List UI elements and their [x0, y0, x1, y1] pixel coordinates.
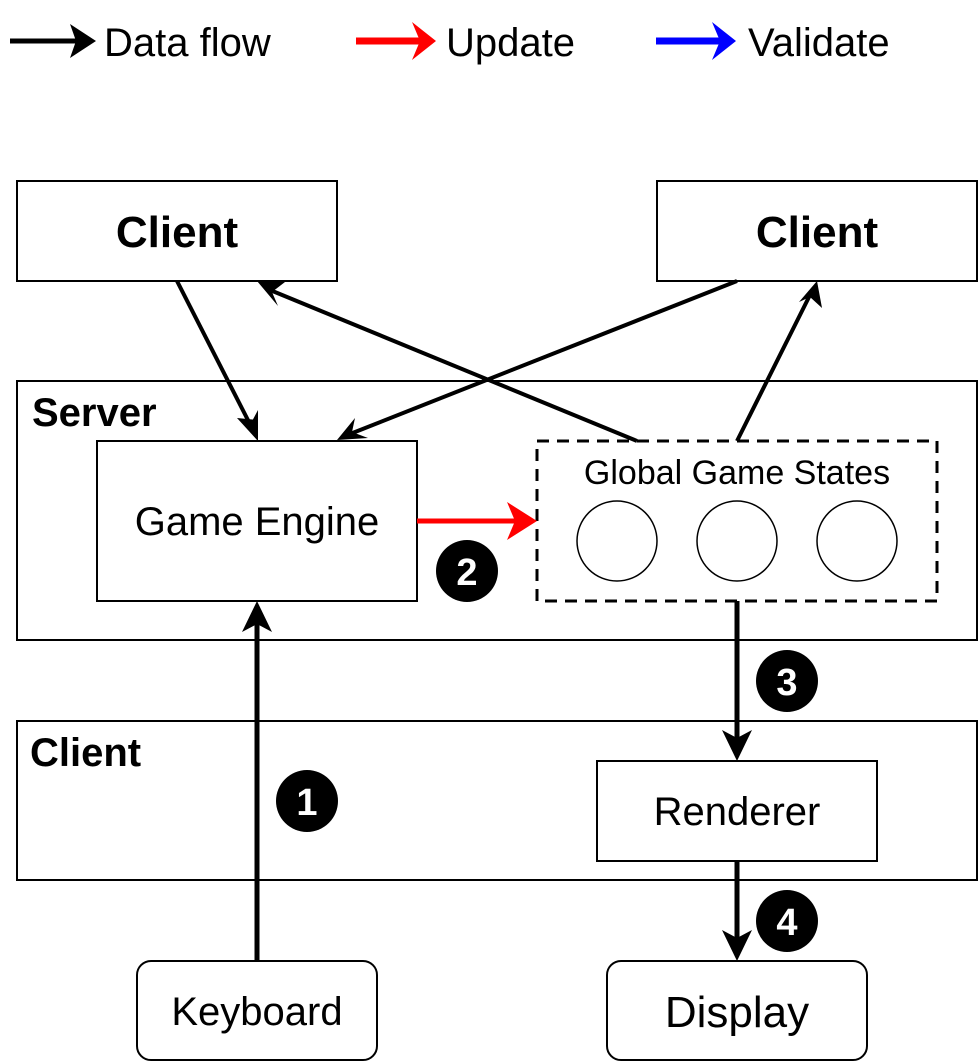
step-badge-1: 1	[276, 770, 338, 832]
legend-label-data-flow: Data flow	[104, 21, 271, 65]
client-label: Client	[30, 731, 141, 775]
legend-item-validate: Validate	[656, 21, 890, 65]
step-number: 1	[296, 782, 317, 824]
arrowhead-icon	[237, 418, 258, 441]
client-top-right-box: Client	[656, 180, 978, 282]
update-arrowhead-icon	[507, 502, 537, 540]
server-label: Server	[32, 391, 157, 435]
game-engine-box: Game Engine	[96, 440, 418, 602]
display-label: Display	[665, 988, 809, 1037]
legend-item-update: Update	[356, 21, 575, 65]
legend: Data flow Update Validate	[10, 21, 890, 65]
validate-arrowhead-icon	[712, 22, 736, 60]
step-badge-3: 3	[756, 650, 818, 712]
legend-item-data-flow: Data flow	[10, 21, 271, 65]
client-top-left-box: Client	[16, 180, 338, 282]
arrow-states-to-client-right	[735, 294, 812, 442]
renderer-label: Renderer	[654, 790, 821, 834]
arrowhead-icon	[799, 281, 822, 308]
keyboard-label: Keyboard	[171, 990, 342, 1034]
state-circle-3	[816, 500, 898, 582]
arrow-states-to-client-left	[269, 288, 638, 443]
arrowhead-icon	[257, 281, 285, 306]
arrowhead-icon	[337, 418, 368, 440]
step-number: 3	[776, 662, 797, 704]
arrowhead-icon	[242, 601, 272, 632]
client-container: Client	[16, 720, 978, 881]
step-badge-4: 4	[756, 890, 818, 952]
state-circle-2	[696, 500, 778, 582]
step-number: 2	[456, 552, 477, 594]
game-engine-label: Game Engine	[135, 500, 380, 544]
arrowhead-icon	[722, 930, 752, 961]
step-number: 4	[776, 902, 797, 944]
arrows	[175, 279, 822, 961]
arrow-client-left-to-engine	[175, 280, 255, 431]
arrowhead-icon	[722, 730, 752, 761]
renderer-box: Renderer	[596, 760, 878, 862]
step-badge-2: 2	[436, 540, 498, 602]
legend-label-validate: Validate	[748, 21, 890, 65]
legend-label-update: Update	[446, 21, 575, 65]
client-top-right-label: Client	[756, 208, 879, 257]
update-arrowhead-icon	[412, 22, 436, 60]
data-flow-arrowhead-icon	[70, 24, 96, 58]
display-box: Display	[606, 960, 868, 1061]
client-top-left-label: Client	[116, 208, 239, 257]
server-container: Server	[16, 380, 978, 641]
keyboard-box: Keyboard	[136, 960, 378, 1061]
global-game-states-box: Global Game States	[535, 439, 939, 603]
global-game-states-label: Global Game States	[584, 454, 890, 492]
state-circle-1	[576, 500, 658, 582]
arrow-client-right-to-engine	[349, 279, 738, 436]
